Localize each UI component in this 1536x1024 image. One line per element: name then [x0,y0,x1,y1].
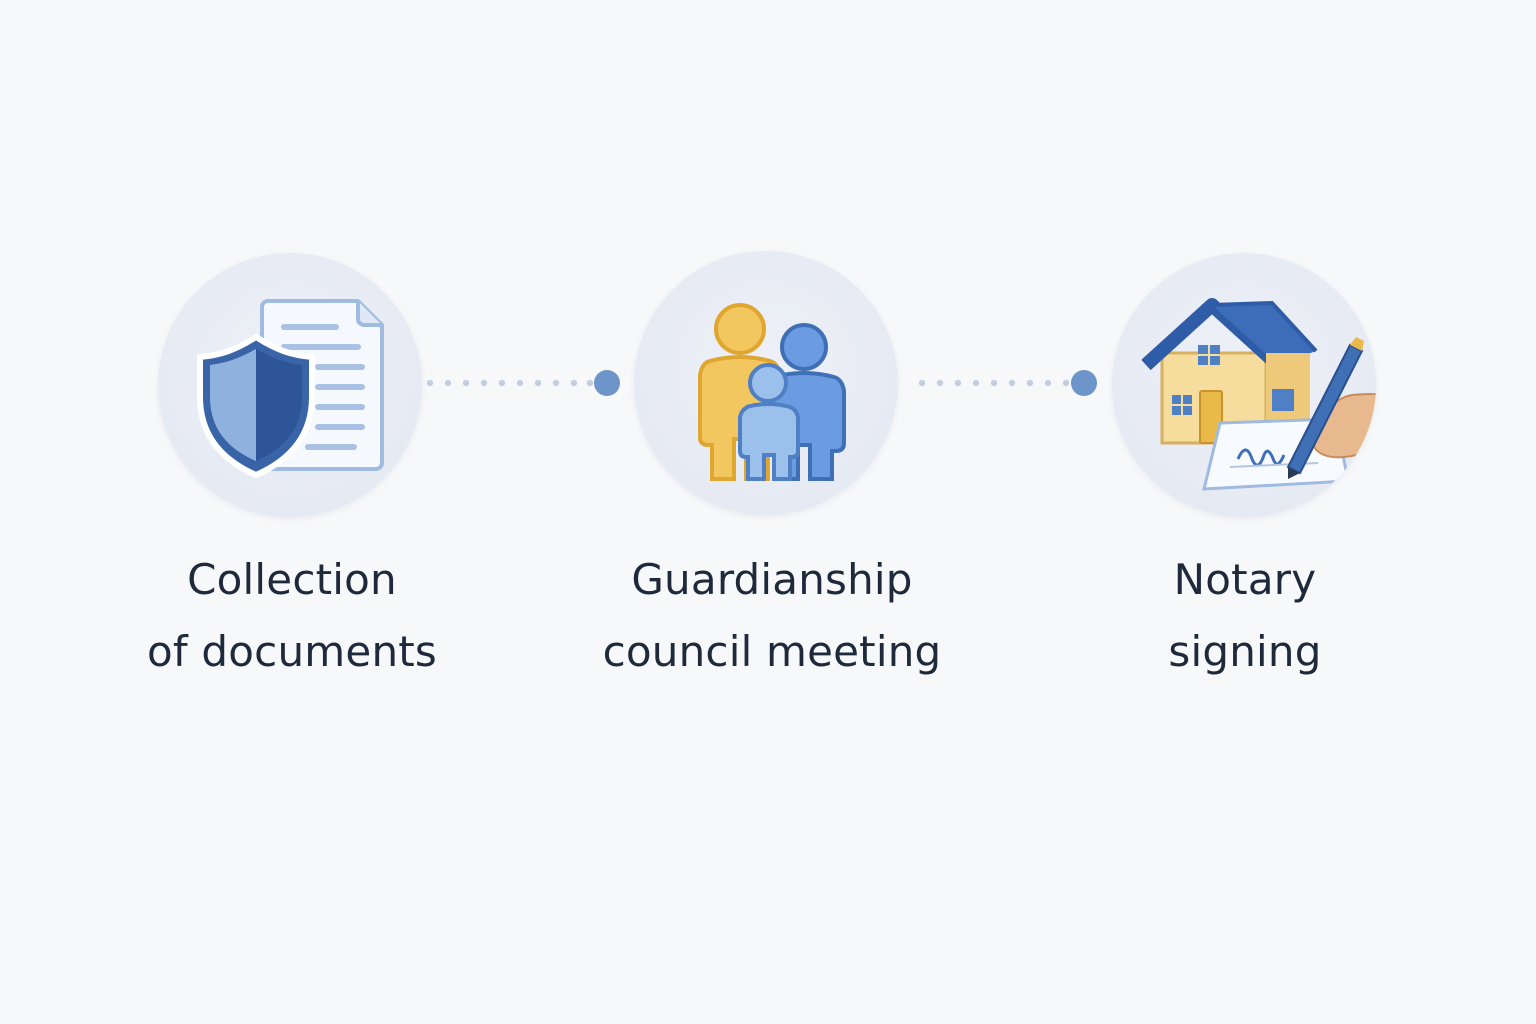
step-1-circle [158,253,422,517]
step-2-circle [634,251,898,515]
step-3-label-line1: Notary [1173,555,1317,604]
step-3-label: Notary signing [1055,544,1435,688]
step-2-label: Guardianship council meeting [582,544,962,688]
step-1-label-line2: of documents [146,627,438,676]
step-1-label-line1: Collection [187,555,397,604]
step-2-label-line2: council meeting [602,627,942,676]
step-2-label-line1: Guardianship [631,555,913,604]
family-icon [698,303,846,481]
shield-document-icon [197,299,384,479]
step-1-label: Collection of documents [102,544,482,688]
step-3-label-line2: signing [1168,627,1322,676]
step-3-circle [1112,253,1376,517]
house-signing-icon [1141,298,1376,491]
